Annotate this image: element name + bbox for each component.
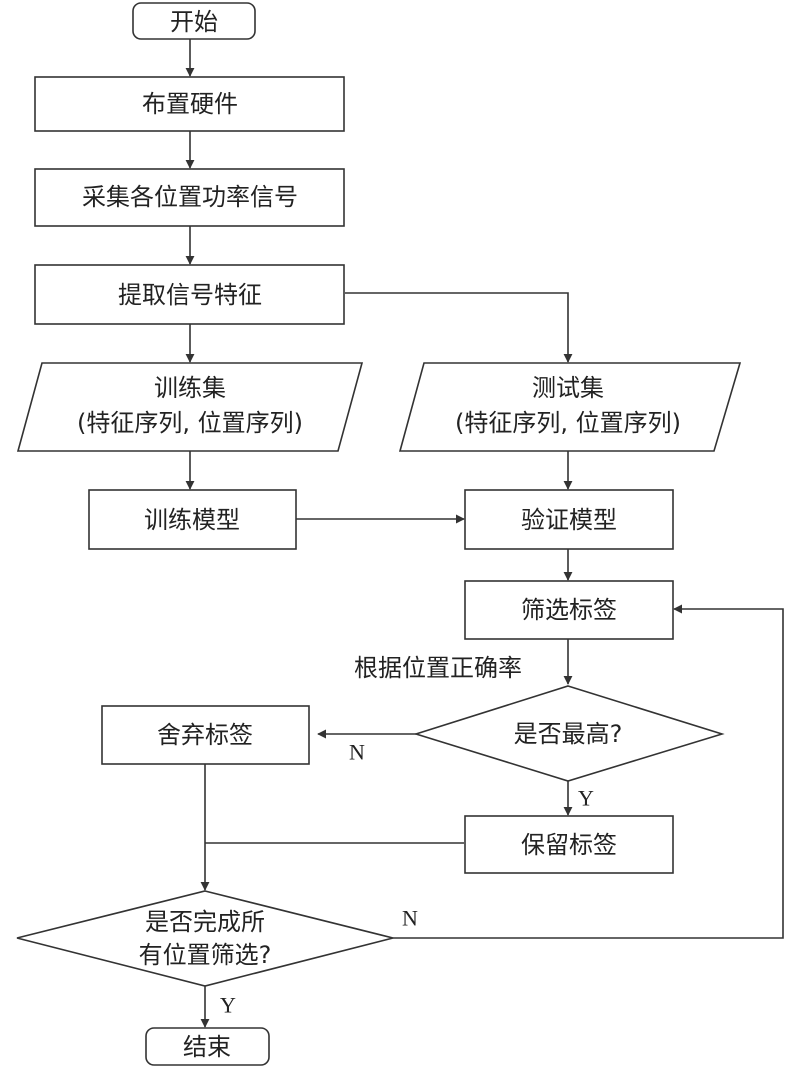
discard-label-label: 舍弃标签 [157,721,253,749]
branch-label-done-no: N [402,906,418,931]
test-set-title: 测试集 [532,374,604,402]
keep-label-shape [464,815,674,874]
layout-hardware-node: 布置硬件 [34,76,345,132]
training-set-node: 训练集 (特征序列, 位置序列) [16,362,364,452]
accuracy-note: 根据位置正确率 [354,654,522,682]
branch-label-highest-yes: Y [578,786,594,811]
filter-labels-node: 筛选标签 [464,580,674,640]
training-set-title: 训练集 [154,374,226,402]
training-set-shape [16,362,364,452]
connectors [185,39,784,1028]
training-set-detail: (特征序列, 位置序列) [77,409,303,437]
end-label: 结束 [183,1033,231,1061]
arrow-extract-to-test [345,292,573,363]
start-shape [132,2,256,40]
validate-model-shape [464,489,674,550]
train-model-node: 训练模型 [88,489,297,550]
all-done-shape [16,890,394,987]
test-set-detail: (特征序列, 位置序列) [455,409,681,437]
validate-model-label: 验证模型 [521,506,617,534]
is-highest-shape [413,685,725,782]
end-shape [145,1027,270,1066]
keep-label-node: 保留标签 [464,815,674,874]
keep-label-label: 保留标签 [521,831,617,859]
extract-features-shape [34,264,345,325]
filter-labels-shape [464,580,674,640]
train-model-label: 训练模型 [144,506,240,534]
branch-label-done-yes: Y [220,993,236,1018]
discard-label-node: 舍弃标签 [101,705,310,765]
start-label: 开始 [170,8,218,36]
arrow-done-no-loop-to-filter [393,604,784,939]
test-set-shape [398,362,742,452]
layout-hardware-label: 布置硬件 [142,90,238,118]
is-highest-decision: 是否最高? [413,685,725,782]
is-highest-label: 是否最高? [514,720,623,748]
discard-label-shape [101,705,310,765]
test-set-node: 测试集 (特征序列, 位置序列) [398,362,742,452]
all-done-label-line2: 有位置筛选? [139,941,272,969]
branch-label-highest-no: N [349,740,365,765]
validate-model-node: 验证模型 [464,489,674,550]
filter-labels-label: 筛选标签 [521,596,617,624]
extract-features-label: 提取信号特征 [118,281,262,309]
collect-signals-shape [34,168,345,227]
end-node: 结束 [145,1027,270,1066]
extract-features-node: 提取信号特征 [34,264,345,325]
train-model-shape [88,489,297,550]
start-node: 开始 [132,2,256,40]
collect-signals-node: 采集各位置功率信号 [34,168,345,227]
collect-signals-label: 采集各位置功率信号 [82,183,298,211]
all-done-decision: 是否完成所 有位置筛选? [16,890,394,987]
layout-hardware-shape [34,76,345,132]
all-done-label-line1: 是否完成所 [145,908,265,936]
